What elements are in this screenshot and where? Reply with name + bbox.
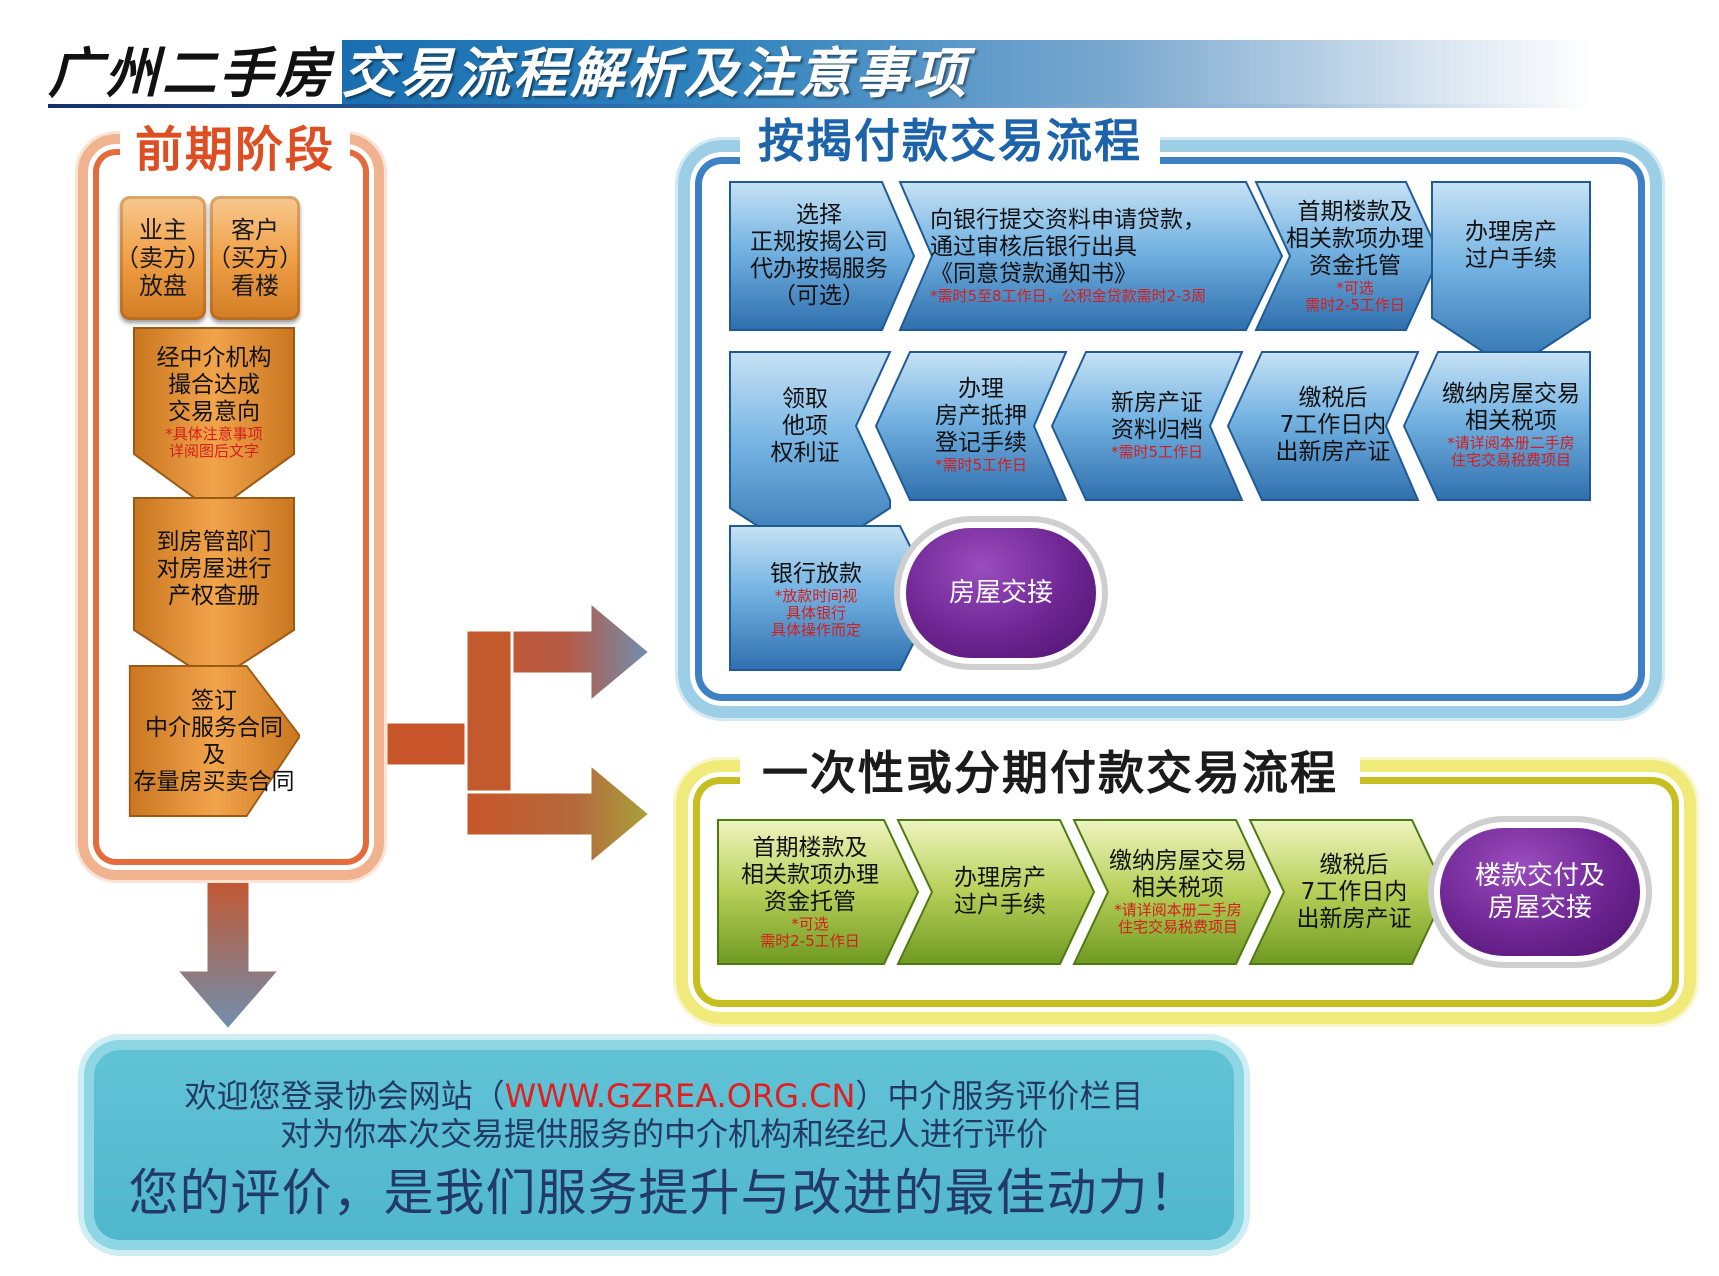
mortgage-step-6: 缴税后 7工作日内 出新房产证 [1275,384,1391,465]
m-shape-4 [1431,181,1591,372]
mortgage-step-9: 领取 他项 权利证 [770,385,840,466]
connector-arrow-upper [466,598,653,706]
lumpsum-final-handover: 楼款交付及 房屋交接 [1440,828,1640,956]
mortgage-step-4: 办理房产 过户手续 [1465,219,1557,272]
mortgage-step-1: 选择 正规按揭公司 代办按揭服务 （可选） [750,202,888,309]
step-sign-contract: 签订 中介服务合同 及 存量房买卖合同 [133,688,295,795]
m-shape-6 [1226,351,1420,501]
header-band [342,40,1592,106]
mortgage-step-3: 首期楼款及 相关款项办理 资金托管 *可选 需时2-5工作日 [1286,198,1424,314]
chevron-contract [128,665,300,817]
m-shape-5 [1402,351,1591,501]
step-broker-intent: 经中介机构 撮合达成 交易意向 *具体注意事项 详阅图后文字 [156,344,272,460]
header-underline [48,104,1593,108]
step-buyer-viewing: 客户 （买方） 看楼 [207,196,303,320]
l-shape-2 [896,819,1096,965]
feedback-slogan: 您的评价，是我们服务提升与改进的最佳动力！ [128,1164,1200,1222]
stage-chevrons [128,327,300,817]
lumpsum-step-3: 缴纳房屋交易 相关税项 *请详阅本册二手房 住宅交易税费项目 [1109,848,1247,936]
feedback-line-1: 欢迎您登录协会网站（WWW.GZREA.ORG.CN）中介服务评价栏目 [184,1077,1144,1115]
l-shape-4 [1248,819,1448,965]
step-title-search: 到房管部门 对房屋进行 产权查册 [156,528,272,609]
lumpsum-title: 一次性或分期付款交易流程 [762,746,1338,800]
mortgage-final-handover: 房屋交接 [906,528,1096,658]
mortgage-step-7: 新房产证 资料归档 *需时5工作日 [1110,389,1204,461]
mortgage-step-8: 办理 房产抵押 登记手续 *需时5工作日 [934,376,1028,474]
association-website-link[interactable]: WWW.GZREA.ORG.CN [504,1077,856,1115]
m-shape-8 [874,351,1068,501]
m-shape-1 [729,181,916,331]
stage-title: 前期阶段 [134,122,335,178]
l-shape-3 [1072,819,1272,965]
lumpsum-step-1: 首期楼款及 相关款项办理 资金托管 *可选 需时2-5工作日 [741,834,879,950]
feedback-line-2: 对为你本次交易提供服务的中介机构和经纪人进行评价 [279,1115,1048,1153]
mortgage-title: 按揭付款交易流程 [758,114,1142,168]
mortgage-step-2: 向银行提交资料申请贷款， 通过审核后银行出具 《同意贷款通知书》 *需时5至8工… [930,207,1207,305]
chevron-broker [133,327,295,514]
connector-arrow-lower [464,760,653,868]
lumpsum-step-4: 缴税后 7工作日内 出新房产证 [1296,851,1412,932]
mortgage-step-10: 银行放款 *放款时间视 具体银行 具体操作而定 [770,561,862,639]
connector-arrow-down [172,870,284,1033]
m-shape-2 [898,181,1284,331]
chevron-registry [133,497,295,684]
m-shape-10 [729,525,938,671]
page-title-light: 交易流程解析及注意事项 [342,41,969,105]
feedback-banner [84,1040,1244,1250]
lumpsum-step-2: 办理房产 过户手续 [954,865,1046,918]
page-title-dark: 广州二手房 [48,41,333,105]
m-shape-9 [729,351,892,562]
m-shape-3 [1254,181,1442,331]
m-shape-7 [1050,351,1244,501]
step-owner-listing: 业主 （卖方） 放盘 [115,196,211,320]
mortgage-step-5: 缴纳房屋交易 相关税项 *请详阅本册二手房 住宅交易税费项目 [1442,381,1580,469]
l-shape-1 [717,819,920,965]
